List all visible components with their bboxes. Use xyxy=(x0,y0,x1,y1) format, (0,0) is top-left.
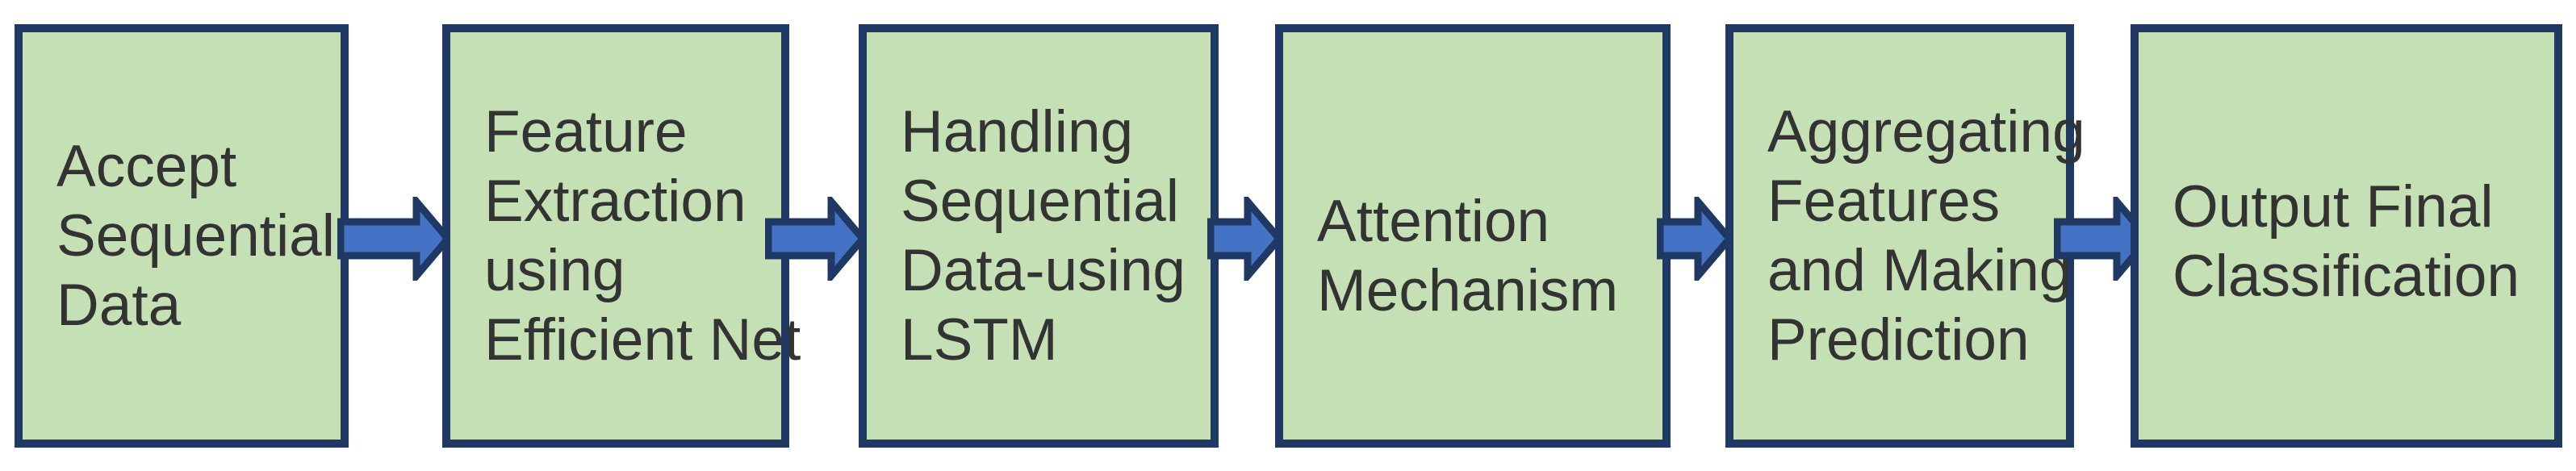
flow-step-accept-sequential-data: Accept Sequential Data xyxy=(15,24,349,448)
flow-step-label: Accept Sequential Data xyxy=(56,133,336,338)
arrow-right-icon xyxy=(337,197,452,281)
flow-step-label: Feature Extraction using Efficient Net xyxy=(484,98,801,373)
flow-step-attention-mechanism: Attention Mechanism xyxy=(1275,24,1671,448)
arrow-right-icon xyxy=(765,197,867,281)
arrow-right-icon xyxy=(1657,197,1733,281)
flow-step-handling-sequential-lstm: Handling Sequential Data-using LSTM xyxy=(859,24,1219,448)
arrow-right-icon xyxy=(1207,197,1283,281)
flow-step-label: Handling Sequential Data-using LSTM xyxy=(901,98,1186,373)
flow-step-feature-extraction: Feature Extraction using Efficient Net xyxy=(442,24,801,448)
flow-step-label: Output Final Classification xyxy=(2172,173,2520,309)
flow-step-label: Attention Mechanism xyxy=(1317,188,1619,323)
flow-step-output-final-classification: Output Final Classification xyxy=(2131,24,2562,448)
flow-step-label: Aggregating Features and Making Predicti… xyxy=(1767,98,2085,373)
flow-step-aggregating-prediction: Aggregating Features and Making Predicti… xyxy=(1725,24,2085,448)
